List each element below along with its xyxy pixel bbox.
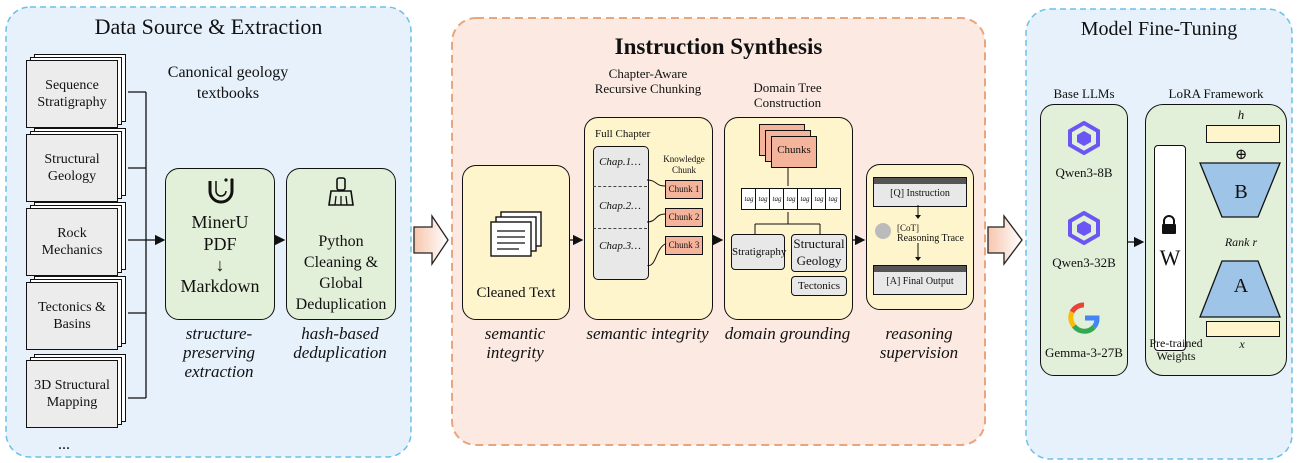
output-vector-h <box>1206 125 1280 143</box>
chapter-1: Chap.1… <box>599 156 641 168</box>
reasoning-arrows <box>875 205 921 261</box>
lora-matrices <box>1199 162 1281 318</box>
tag-cell: tag <box>825 188 841 210</box>
model-qwen3-32b: Qwen3-32B <box>1052 255 1116 270</box>
textbooks-caption: Canonical geology textbooks <box>167 64 289 102</box>
cot-text: Reasoning Trace <box>897 233 964 244</box>
flow-arrow-2 <box>987 214 1023 266</box>
broom-icon <box>328 177 354 206</box>
qwen-logo-icon <box>1068 121 1100 155</box>
synthesis-title: Instruction Synthesis <box>614 34 823 59</box>
cleaning-box: Python Cleaning & Global Deduplication <box>286 168 396 320</box>
chunk-1: Chunk 1 <box>665 180 703 199</box>
lock-icon <box>1162 215 1176 234</box>
node-tectonics: Tectonics <box>791 276 847 296</box>
textbooks-more: ... <box>58 436 70 453</box>
qwen-logo-icon <box>1068 211 1100 245</box>
model-gemma-3-27b: Gemma-3-27B <box>1045 345 1123 360</box>
mineru-box: MinerU PDF ↓ Markdown <box>165 168 275 320</box>
full-chapter-label: Full Chapter <box>595 128 651 140</box>
frozen-weights-w <box>1154 145 1186 351</box>
matrix-a: A <box>1233 275 1249 297</box>
mineru-caption: structure-preserving extraction <box>182 324 256 381</box>
reasoning-caption: reasoning supervision <box>879 324 959 362</box>
knowledge-chunk-label: Knowledge Chunk <box>663 154 705 175</box>
lora-box: W h ⊕ B Rank r A x Pre-trained Weights <box>1145 104 1287 376</box>
textbook-item: Tectonics & Basins <box>26 282 118 350</box>
plus-sign: ⊕ <box>1234 147 1248 163</box>
mineru-from: PDF <box>203 234 237 254</box>
node-stratigraphy: Stratigraphy <box>731 234 786 270</box>
domain-tree-title: Domain Tree Construction <box>753 80 822 110</box>
model-qwen3-8b: Qwen3-8B <box>1055 165 1113 180</box>
data-source-title: Data Source & Extraction <box>94 14 323 39</box>
fine-tuning-title: Model Fine-Tuning <box>1080 18 1238 40</box>
base-llms-box: Qwen3-8B Qwen3-32B Gemma-3-27B <box>1040 104 1128 376</box>
cleaned-text-caption: semantic integrity <box>484 324 546 362</box>
domain-tree-caption: domain grounding <box>724 324 851 343</box>
matrix-b: B <box>1234 181 1248 203</box>
chunks-label: Chunks <box>771 136 817 168</box>
instruction-window: [Q] Instruction <box>873 177 967 207</box>
full-chapter-doc <box>593 146 649 280</box>
chunking-title: Chapter-Aware Recursive Chunking <box>594 66 702 96</box>
chapter-divider <box>593 186 647 187</box>
window-titlebar <box>874 178 966 184</box>
h-label: h <box>1237 107 1245 122</box>
chunking-caption: semantic integrity <box>586 324 709 343</box>
document-stack-icon <box>490 211 542 257</box>
textbook-item: Rock Mechanics <box>26 208 118 276</box>
pretrained-label: Pre-trained Weights <box>1149 336 1203 363</box>
node-structural-geology: Structural Geology <box>791 234 847 272</box>
w-label: W <box>1159 245 1181 270</box>
chunk-2: Chunk 2 <box>665 208 703 227</box>
chapter-2: Chap.2… <box>599 200 641 212</box>
textbook-item: Structural Geology <box>26 134 118 202</box>
chapter-divider <box>593 228 647 229</box>
instruction-label: [Q] Instruction <box>890 188 950 199</box>
chapter-3: Chap.3… <box>599 240 641 252</box>
mineru-arrow: ↓ <box>215 255 225 275</box>
window-titlebar <box>874 266 966 272</box>
cleaning-caption: hash-based deduplication <box>293 324 387 362</box>
lora-title: LoRA Framework <box>1168 86 1264 101</box>
output-window: [A] Final Output <box>873 265 967 295</box>
chunk-arrows <box>647 179 666 266</box>
output-label: [A] Final Output <box>886 276 954 287</box>
reasoning-box: [Q] Instruction [CoT] Reasoning Trace [A… <box>866 164 974 310</box>
mineru-to: Markdown <box>180 276 260 296</box>
textbook-item: 3D Structural Mapping <box>26 360 118 428</box>
cleaned-text-box: Cleaned Text <box>462 165 570 320</box>
cot-tag: [CoT] <box>897 223 919 233</box>
rank-label: Rank r <box>1224 235 1258 249</box>
input-vector-x <box>1206 321 1280 337</box>
chunking-box: Full Chapter Chap.1… Chap.2… Chap.3… Kno… <box>584 117 713 320</box>
mineru-name: MinerU <box>191 212 249 232</box>
chunk-3: Chunk 3 <box>665 236 703 255</box>
flow-arrow-1 <box>413 213 449 267</box>
base-llms-title: Base LLMs <box>1053 86 1115 101</box>
textbook-item: Sequence Stratigraphy <box>26 60 118 128</box>
x-label: x <box>1239 337 1245 351</box>
cleaning-label: Python Cleaning & Global Deduplication <box>295 233 387 313</box>
tree-edges <box>754 168 821 234</box>
google-logo-icon <box>1068 302 1100 334</box>
magnet-icon <box>208 178 234 204</box>
cleaned-text-label: Cleaned Text <box>476 285 556 301</box>
